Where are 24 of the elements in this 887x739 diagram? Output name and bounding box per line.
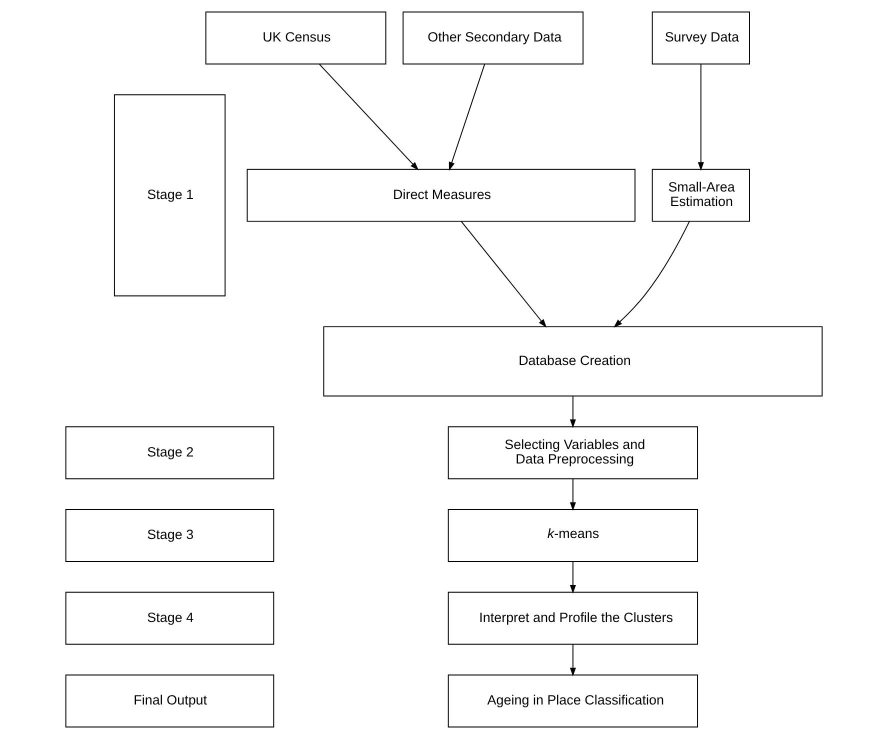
arrow <box>697 64 704 171</box>
arrow <box>613 220 690 328</box>
node-box: k-means <box>447 509 698 562</box>
arrow <box>569 561 576 594</box>
node-box: Small-Area Estimation <box>651 168 750 222</box>
node-box: Stage 3 <box>64 509 274 562</box>
node-box: Final Output <box>64 674 274 728</box>
node-box: Selecting Variables and Data Preprocessing <box>447 426 698 480</box>
node-box: Survey Data <box>651 12 750 64</box>
arrow <box>569 644 576 676</box>
arrow <box>569 478 576 511</box>
node-box: Stage 4 <box>64 592 274 645</box>
node-box: Database Creation <box>322 326 822 396</box>
arrow <box>318 64 418 170</box>
arrow <box>448 64 485 171</box>
node-box: UK Census <box>204 12 386 64</box>
node-box: Stage 1 <box>113 94 226 296</box>
node-box: Ageing in Place Classification <box>447 674 698 728</box>
arrow <box>569 396 576 428</box>
node-box: Other Secondary Data <box>402 12 584 64</box>
arrow <box>460 221 546 328</box>
node-box: Direct Measures <box>246 168 635 222</box>
node-box: Interpret and Profile the Clusters <box>447 592 698 645</box>
node-box: Stage 2 <box>64 426 274 480</box>
